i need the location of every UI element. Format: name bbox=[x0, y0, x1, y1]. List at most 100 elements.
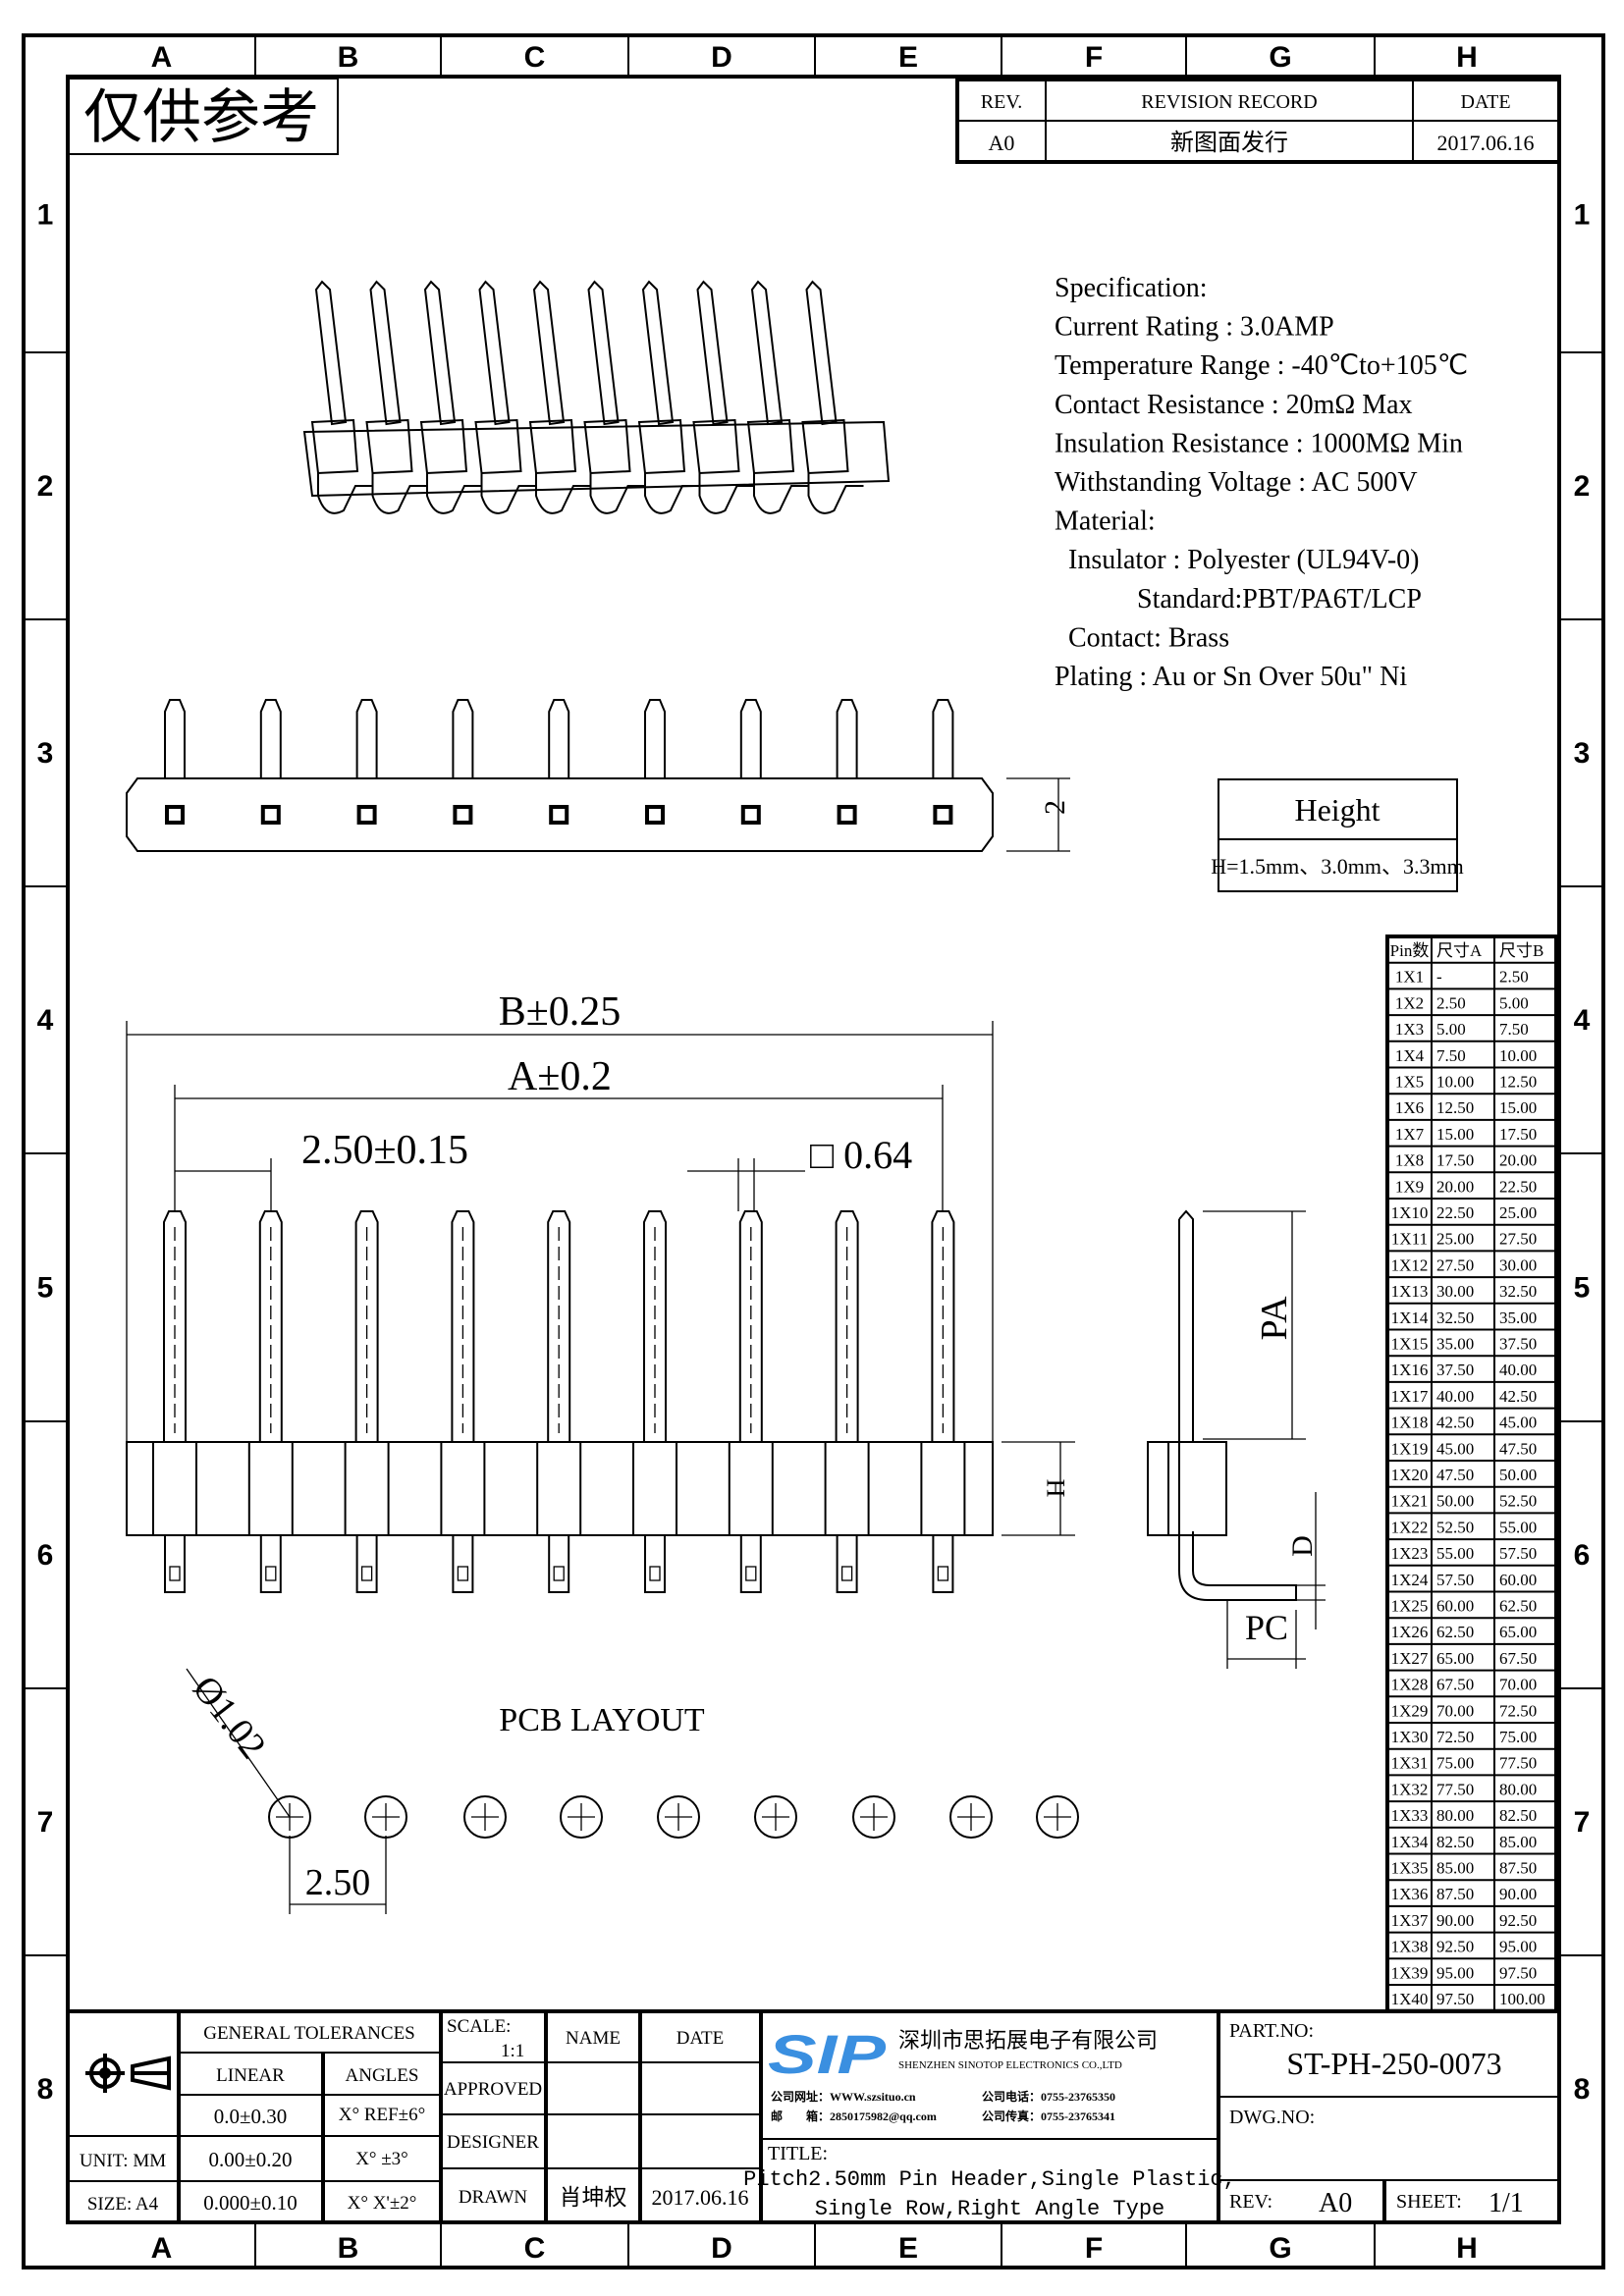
table-cell: 22.50 bbox=[1436, 1203, 1474, 1222]
table-cell: 47.50 bbox=[1499, 1439, 1537, 1458]
table-cell: 5.00 bbox=[1436, 1020, 1466, 1039]
rev-header: REV. bbox=[981, 91, 1022, 113]
table-cell: 62.50 bbox=[1436, 1623, 1474, 1641]
table-cell: 1X23 bbox=[1391, 1544, 1429, 1563]
company-email: 邮 箱：2850175982@qq.com bbox=[771, 2109, 937, 2123]
column-label: F bbox=[1085, 41, 1103, 74]
table-cell: 27.50 bbox=[1436, 1255, 1474, 1274]
table-cell: 65.00 bbox=[1499, 1623, 1537, 1641]
side-view: PA D PC bbox=[1147, 1209, 1326, 1669]
pin-tail bbox=[355, 1534, 378, 1593]
drawn-label: DRAWN bbox=[459, 2187, 528, 2208]
unit-label: UNIT: MM bbox=[80, 2151, 166, 2171]
pin-tail bbox=[259, 1534, 282, 1593]
table-cell: 1X38 bbox=[1391, 1938, 1429, 1956]
table-cell: 35.00 bbox=[1436, 1335, 1474, 1354]
hole-diameter-dimension: Ø1.02 bbox=[185, 1669, 274, 1767]
pin-square bbox=[740, 805, 761, 825]
linear-tol-2: 0.00±0.20 bbox=[208, 2148, 292, 2171]
pcb-hole bbox=[1036, 1795, 1079, 1839]
pin-square bbox=[933, 805, 953, 825]
table-cell: 1X35 bbox=[1391, 1859, 1429, 1878]
scale-value: 1:1 bbox=[501, 2041, 524, 2061]
table-cell: 40.00 bbox=[1499, 1361, 1537, 1379]
perspective-view bbox=[302, 280, 891, 514]
dimension-h: H bbox=[1042, 1478, 1070, 1497]
linear-label: LINEAR bbox=[216, 2065, 285, 2086]
row-label: 4 bbox=[1574, 1004, 1591, 1037]
pin-tail bbox=[932, 1534, 954, 1593]
table-cell: 5.00 bbox=[1499, 993, 1529, 1012]
column-label: H bbox=[1456, 41, 1478, 74]
pin-top bbox=[164, 699, 186, 778]
table-cell: 1X24 bbox=[1391, 1571, 1429, 1589]
table-cell: 1X8 bbox=[1395, 1151, 1424, 1170]
pin-square bbox=[260, 805, 281, 825]
table-cell: 2.50 bbox=[1499, 968, 1529, 987]
column-label: D bbox=[711, 41, 732, 74]
column-label: F bbox=[1085, 2232, 1103, 2265]
table-cell: 1X37 bbox=[1391, 1911, 1429, 1930]
table-cell: 1X32 bbox=[1391, 1780, 1429, 1798]
pin bbox=[931, 1210, 955, 1442]
pin-tail bbox=[164, 1534, 186, 1593]
rev-value: A0 bbox=[989, 131, 1015, 155]
table-cell: 55.00 bbox=[1436, 1544, 1474, 1563]
name-header: NAME bbox=[566, 2028, 621, 2049]
spec-line: Plating : Au or Sn Over 50u" Ni bbox=[1055, 662, 1407, 692]
table-cell: 27.50 bbox=[1499, 1230, 1537, 1249]
pcb-hole bbox=[949, 1795, 993, 1839]
company-logo: SIP bbox=[768, 2023, 887, 2085]
table-cell: 60.00 bbox=[1436, 1597, 1474, 1616]
table-cell: 90.00 bbox=[1436, 1911, 1474, 1930]
table-cell: 77.50 bbox=[1499, 1754, 1537, 1773]
table-cell: 30.00 bbox=[1436, 1282, 1474, 1301]
perspective-pin bbox=[478, 280, 511, 426]
pcb-layout: PCB LAYOUT Ø1.02 2.50 bbox=[185, 1668, 1079, 1914]
table-cell: 1X10 bbox=[1391, 1203, 1429, 1222]
row-label: 2 bbox=[1574, 470, 1591, 503]
spec-line: Temperature Range : -40℃to+105℃ bbox=[1055, 350, 1468, 381]
table-cell: 12.50 bbox=[1499, 1073, 1537, 1092]
row-label: 8 bbox=[1574, 2073, 1591, 2106]
column-label: E bbox=[898, 2232, 918, 2265]
pcb-layout-title: PCB LAYOUT bbox=[499, 1702, 705, 1738]
table-cell: 75.00 bbox=[1499, 1728, 1537, 1746]
pcb-hole bbox=[754, 1795, 797, 1839]
dimension-b: B±0.25 bbox=[499, 989, 622, 1035]
table-cell: 47.50 bbox=[1436, 1466, 1474, 1484]
column-label: A bbox=[151, 41, 173, 74]
table-cell: 1X3 bbox=[1395, 1020, 1424, 1039]
table-cell: 10.00 bbox=[1499, 1046, 1537, 1065]
pin bbox=[643, 1210, 667, 1442]
table-cell: 1X6 bbox=[1395, 1098, 1424, 1117]
row-label: 1 bbox=[1574, 199, 1591, 232]
pin bbox=[738, 1210, 763, 1442]
table-cell: 22.50 bbox=[1499, 1177, 1537, 1196]
table-cell: 60.00 bbox=[1499, 1571, 1537, 1589]
rev-value: A0 bbox=[1319, 2188, 1352, 2218]
table-cell: 97.50 bbox=[1436, 1990, 1474, 2008]
spec-line: Contact: Brass bbox=[1055, 622, 1229, 653]
table-cell: 1X12 bbox=[1391, 1255, 1429, 1274]
column-label: B bbox=[338, 2232, 359, 2265]
company-name-cn: 深圳市思拓展电子有限公司 bbox=[898, 2028, 1158, 2053]
pin-top bbox=[836, 699, 858, 778]
row-label: 4 bbox=[37, 1004, 54, 1037]
table-cell: 92.50 bbox=[1499, 1911, 1537, 1930]
table-cell: 72.50 bbox=[1499, 1701, 1537, 1720]
row-label: 6 bbox=[1574, 1539, 1591, 1572]
projection-symbol-icon bbox=[85, 2054, 171, 2093]
table-cell: 1X2 bbox=[1395, 993, 1424, 1012]
column-label: E bbox=[898, 41, 918, 74]
perspective-pin bbox=[369, 280, 402, 426]
height-title: Height bbox=[1294, 792, 1380, 828]
table-cell: 32.50 bbox=[1499, 1282, 1537, 1301]
table-header: Pin数 bbox=[1390, 941, 1430, 960]
pin-square bbox=[549, 805, 569, 825]
row-label: 7 bbox=[1574, 1806, 1591, 1839]
table-cell: 1X22 bbox=[1391, 1518, 1429, 1536]
column-label: B bbox=[338, 41, 359, 74]
table-cell: 1X19 bbox=[1391, 1439, 1429, 1458]
